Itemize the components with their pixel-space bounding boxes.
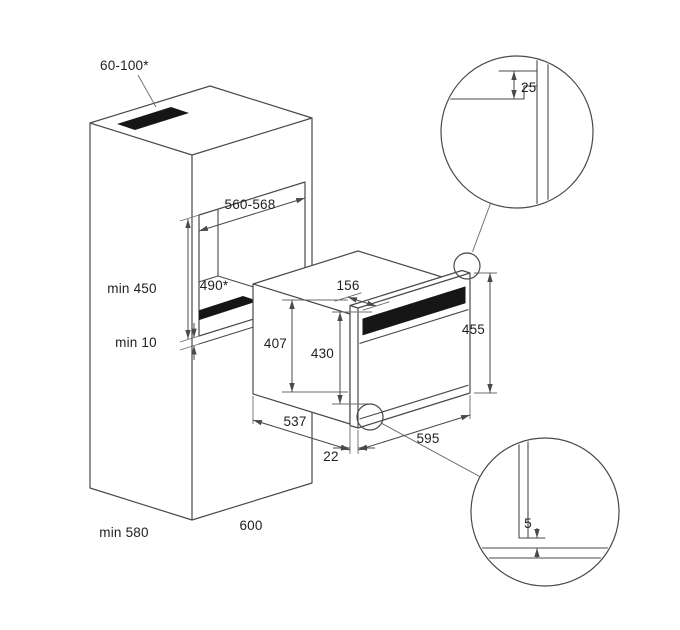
dim-niche-height: min 450 xyxy=(107,281,156,296)
dim-detail-bottom: 5 xyxy=(524,516,532,531)
oven-handle-band xyxy=(362,286,466,336)
dim-line-oven-top-depth xyxy=(347,296,377,307)
detail-bottom-circle xyxy=(470,437,620,587)
detail-view-top xyxy=(440,55,594,209)
dim-line-niche-width xyxy=(198,197,306,232)
floor-vent-slot xyxy=(199,296,258,325)
dim-bottom-gap: min 10 xyxy=(115,335,157,350)
dimension-labels: 60-100* 560-568 min 450 490* min 10 min … xyxy=(99,58,536,540)
dim-oven-height-455: 455 xyxy=(462,322,485,337)
oven-drawing xyxy=(252,250,471,429)
oven-door-lines xyxy=(359,309,469,420)
dim-niche-width: 560-568 xyxy=(225,197,276,212)
dimension-lines xyxy=(185,197,493,451)
dim-oven-depth: 537 xyxy=(283,414,306,429)
dim-oven-width: 595 xyxy=(416,431,439,446)
dim-cabinet-width: 600 xyxy=(239,518,262,533)
dim-oven-height-430: 430 xyxy=(311,346,334,361)
detail-bottom-profile xyxy=(477,439,613,559)
dim-vent-cutout: 490* xyxy=(200,278,229,293)
detail-marker-top-circle xyxy=(453,252,481,280)
detail-top-profile xyxy=(442,57,549,207)
dim-detail-top: 25 xyxy=(521,80,536,95)
dim-cabinet-depth: min 580 xyxy=(99,525,148,540)
top-vent-slot xyxy=(117,107,189,130)
dim-vent-gap: 60-100* xyxy=(100,58,149,73)
detail-marker-bottom-circle xyxy=(356,403,384,431)
detail-top-circle xyxy=(440,55,594,209)
dim-line-oven-width xyxy=(357,414,471,451)
dim-door-thickness: 22 xyxy=(323,449,338,464)
detail-view-bottom xyxy=(470,437,620,587)
dim-line-oven-depth xyxy=(252,419,351,451)
dim-oven-top-depth: 156 xyxy=(336,278,359,293)
dim-oven-height-407: 407 xyxy=(264,336,287,351)
